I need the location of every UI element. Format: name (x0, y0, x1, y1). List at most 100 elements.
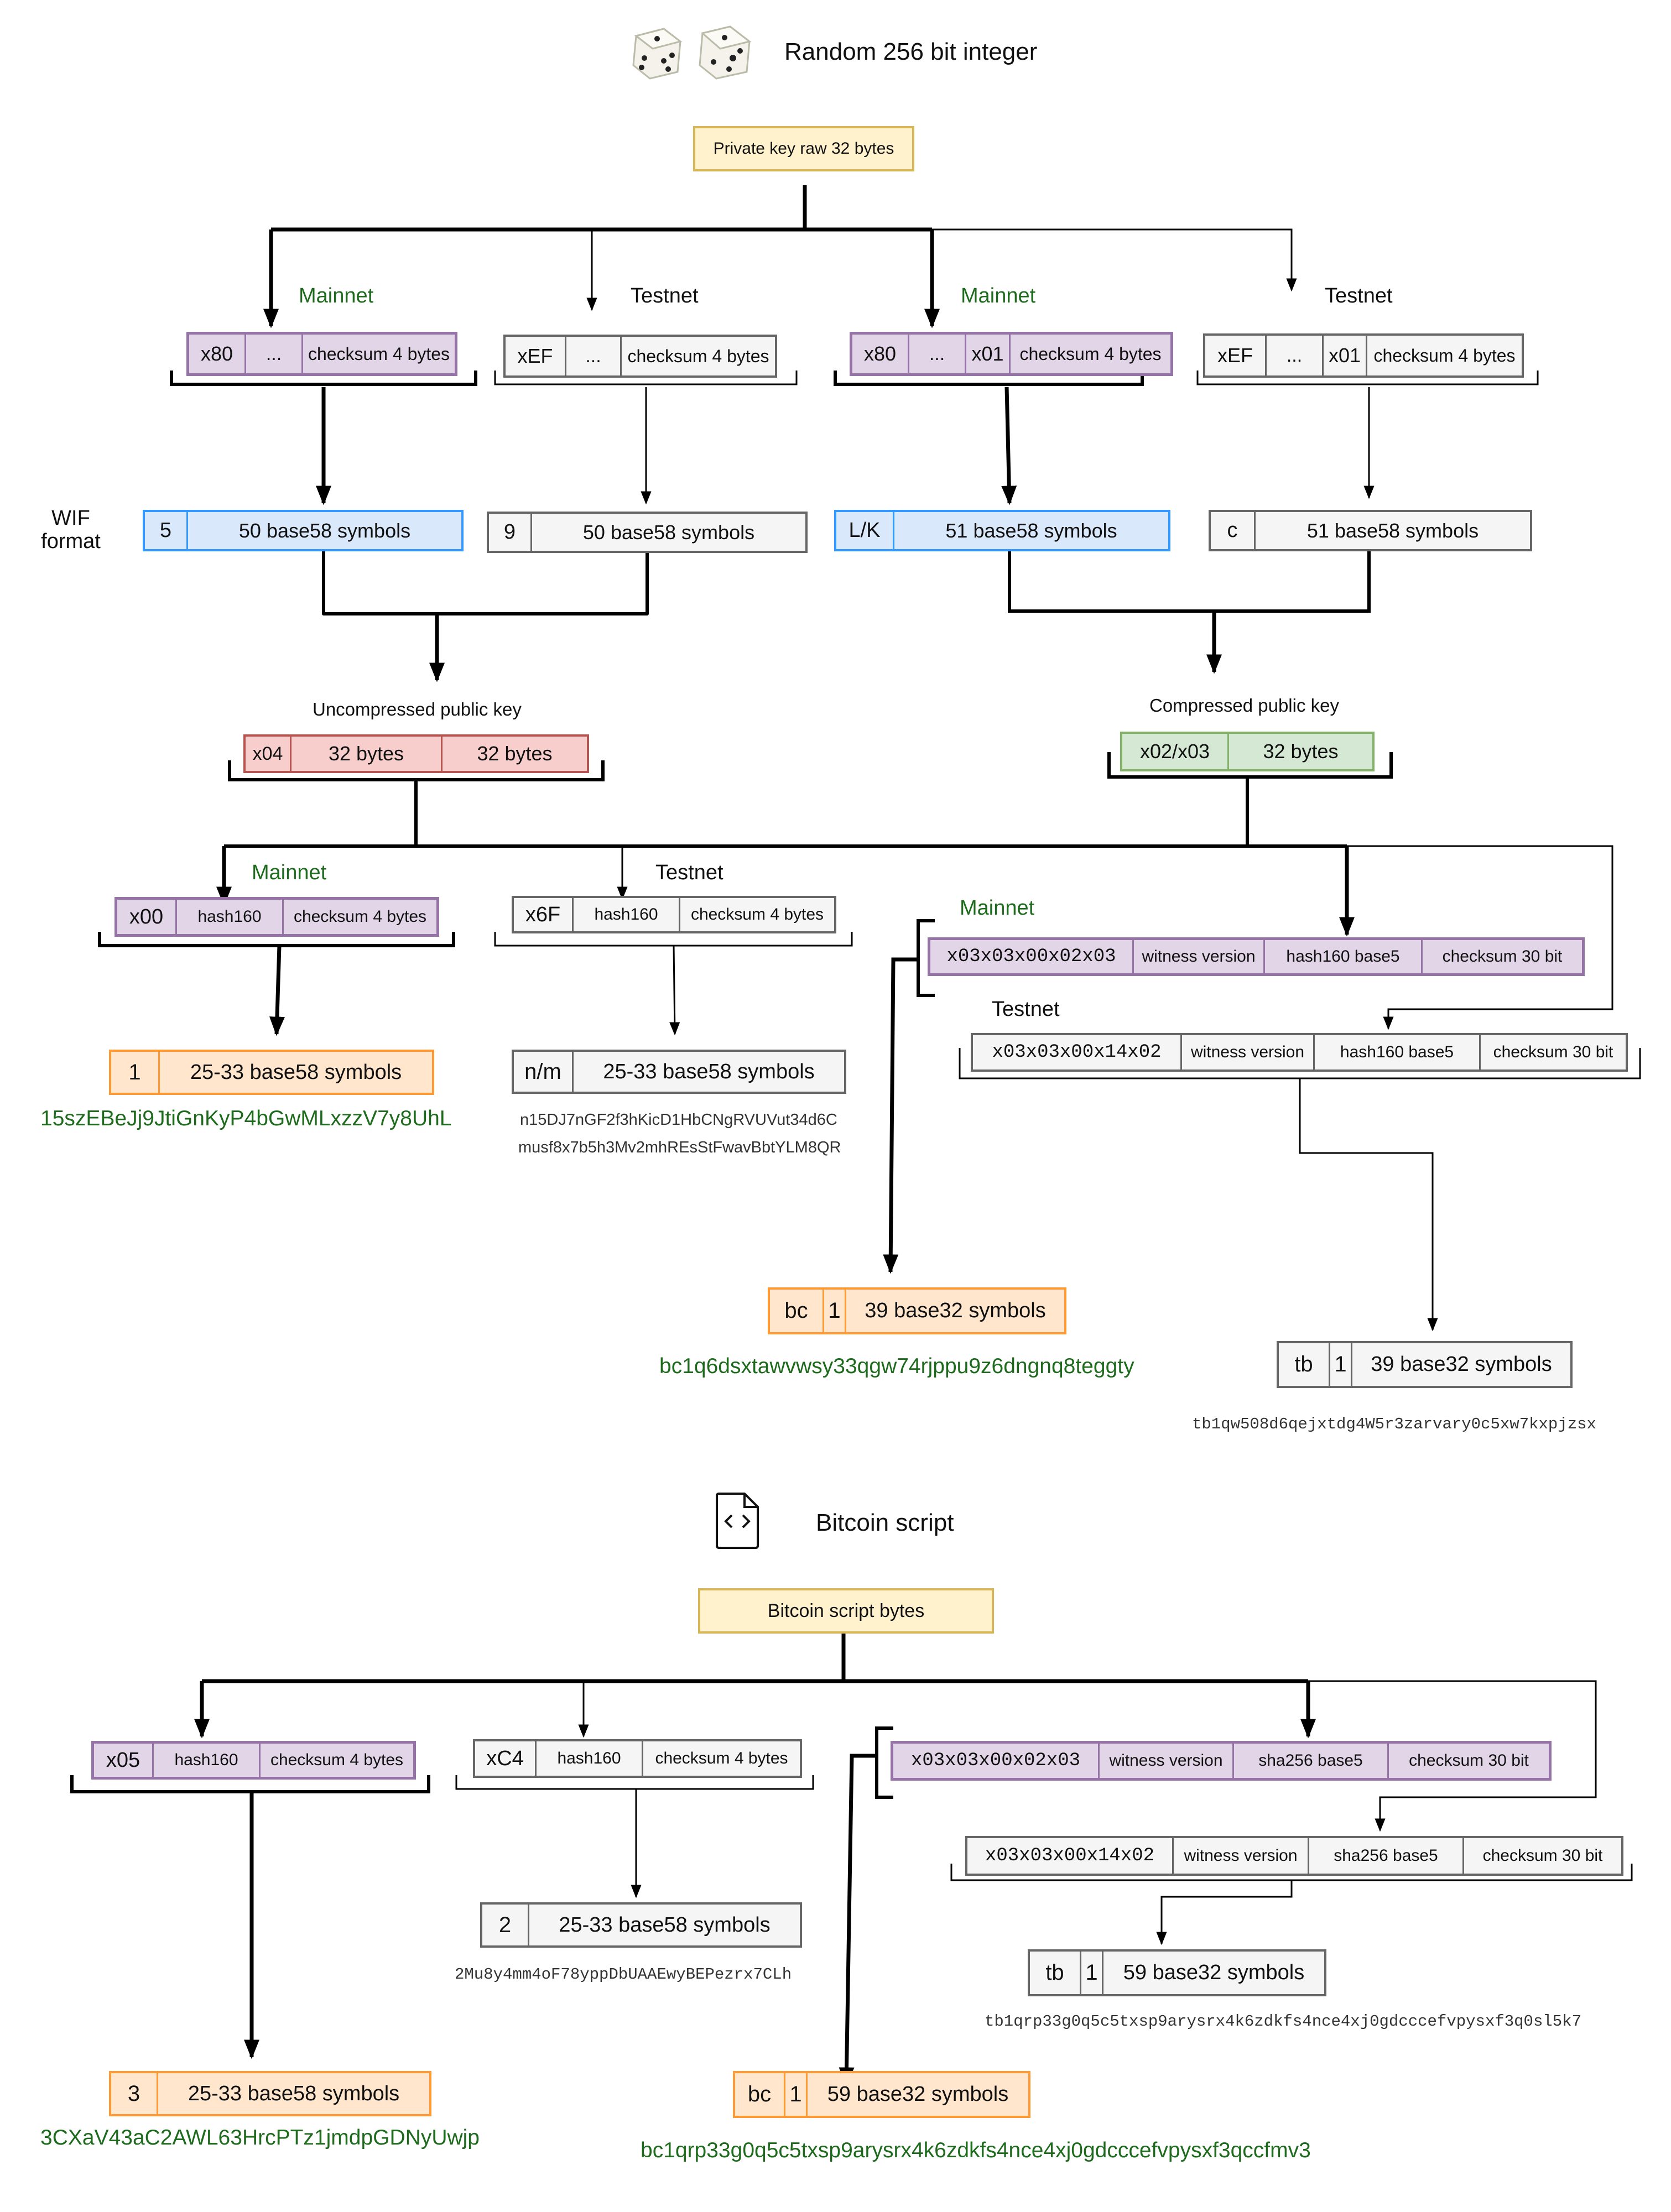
result-body: 25-33 base58 symbols (157, 2073, 429, 2114)
privkey-prefix: xEF (1217, 344, 1253, 367)
segwit-checksum: checksum 30 bit (1421, 940, 1582, 973)
privkey-prefix: xEF (517, 345, 553, 367)
segwit-hrp: x03x03x00x02x03 (910, 1750, 1081, 1771)
privkey-body: ... (565, 337, 620, 375)
address-hash: hash160 (535, 1741, 642, 1776)
dice-icon (632, 25, 752, 80)
result-hrp: bc (784, 1298, 808, 1323)
wif-mainnet-uncompressed: 5 50 base58 symbols (143, 510, 464, 551)
script-bytes-label: Bitcoin script bytes (767, 1600, 925, 1621)
pubkey-x: 32 bytes (1227, 734, 1372, 769)
wif-body: 51 base58 symbols (1254, 512, 1530, 549)
segwit-checksum: checksum 30 bit (1387, 1744, 1549, 1778)
segwit-program: hash160 base5 (1313, 1035, 1479, 1070)
testnet-label: Testnet (1325, 284, 1393, 307)
example-address: 3CXaV43aC2AWL63HrcPTz1jmdpGDNyUwjp (40, 2126, 480, 2150)
address-checksum: checksum 4 bytes (679, 898, 834, 931)
header-title: Random 256 bit integer (784, 38, 1038, 65)
example-address: bc1qrp33g0q5c5txsp9arysrx4k6zdkfs4nce4xj… (641, 2138, 1311, 2162)
segwit-testnet-box: x03x03x00x14x02 witness version hash160 … (971, 1033, 1628, 1072)
privkey-checksum: checksum 4 bytes (1009, 335, 1170, 373)
address-version: x00 (129, 905, 164, 928)
result-body: 39 base32 symbols (845, 1290, 1064, 1332)
pubkey-prefix: x04 (252, 743, 283, 764)
wif-format-label: WIF format (41, 507, 101, 553)
example-address: tb1qrp33g0q5c5txsp9arysrx4k6zdkfs4nce4xj… (985, 2012, 1581, 2031)
privkey-body: ... (1265, 336, 1322, 375)
privkey-testnet-uncompressed: xEF ... checksum 4 bytes (503, 335, 777, 378)
address-checksum: checksum 4 bytes (259, 1744, 413, 1777)
script-segwit-testnet-box: x03x03x00x14x02 witness version sha256 b… (965, 1836, 1623, 1876)
privkey-mainnet-uncompressed: x80 ... checksum 4 bytes (186, 332, 457, 376)
privkey-prefix: x80 (863, 342, 897, 365)
segwit-witness-version: witness version (1098, 1744, 1232, 1778)
address-hash: hash160 (152, 1744, 259, 1777)
example-address: 2Mu8y4mm4oF78yppDbUAAEwyBEPezrx7CLh (455, 1965, 792, 1984)
p2pkh-mainnet-result: 1 25-33 base58 symbols (109, 1050, 434, 1095)
privkey-mainnet-compressed: x80 ... x01 checksum 4 bytes (850, 332, 1173, 376)
privkey-compress-flag: x01 (1322, 336, 1366, 375)
code-file-icon (716, 1493, 759, 1549)
address-hash: hash160 (175, 900, 282, 934)
example-address: tb1qw508d6qejxtdg4W5r3zarvary0c5xw7kxpjz… (1192, 1415, 1596, 1433)
script-segwit-testnet-result: tb 1 59 base32 symbols (1028, 1949, 1326, 1996)
segwit-hrp: x03x03x00x14x02 (985, 1845, 1155, 1866)
pubkey-y: 32 bytes (441, 737, 587, 771)
privkey-checksum: checksum 4 bytes (1366, 336, 1522, 375)
address-checksum: checksum 4 bytes (282, 900, 436, 934)
example-address: bc1q6dsxtawvwsy33qgw74rjppu9z6dngnq8tegg… (659, 1354, 1134, 1378)
result-separator: 1 (823, 1290, 845, 1332)
mainnet-label: Mainnet (252, 861, 327, 884)
uncompressed-pubkey-label: Uncompressed public key (313, 699, 522, 719)
result-separator: 1 (784, 2073, 806, 2116)
result-body: 25-33 base58 symbols (572, 1052, 844, 1092)
wif-body: 50 base58 symbols (186, 512, 461, 549)
segwit-program: sha256 base5 (1232, 1744, 1387, 1778)
privkey-checksum: checksum 4 bytes (301, 335, 455, 373)
wif-body: 51 base58 symbols (893, 512, 1168, 549)
pubkey-prefix: x02/x03 (1139, 740, 1210, 763)
p2pkh-mainnet-box: x00 hash160 checksum 4 bytes (114, 897, 439, 937)
privkey-body: ... (244, 335, 301, 373)
testnet-label: Testnet (631, 284, 699, 307)
result-hrp: tb (1045, 1960, 1064, 1985)
wif-body: 50 base58 symbols (530, 514, 805, 551)
address-version: x05 (106, 1748, 140, 1772)
result-body: 59 base32 symbols (806, 2073, 1028, 2116)
testnet-label: Testnet (992, 998, 1060, 1021)
wif-prefix: 5 (159, 519, 172, 542)
example-address: musf8x7b5h3Mv2mhREsStFwavBbtYLM8QR (518, 1139, 841, 1156)
wif-mainnet-compressed: L/K 51 base58 symbols (834, 510, 1170, 551)
segwit-hrp: x03x03x00x14x02 (992, 1042, 1162, 1063)
script-bytes-box: Bitcoin script bytes (698, 1588, 994, 1634)
p2pkh-testnet-box: x6F hash160 checksum 4 bytes (512, 896, 836, 933)
privkey-compress-flag: x01 (965, 335, 1009, 373)
address-version: xC4 (486, 1746, 524, 1770)
script-segwit-mainnet-result: bc 1 59 base32 symbols (733, 2071, 1030, 2118)
privkey-checksum: checksum 4 bytes (620, 337, 775, 375)
result-prefix: 3 (127, 2081, 140, 2106)
result-body: 59 base32 symbols (1102, 1952, 1324, 1994)
mainnet-label: Mainnet (960, 896, 1035, 920)
address-hash: hash160 (572, 898, 679, 931)
wif-testnet-compressed: c 51 base58 symbols (1209, 510, 1532, 551)
result-body: 25-33 base58 symbols (528, 1905, 800, 1945)
segwit-program: sha256 base5 (1308, 1838, 1462, 1874)
wif-testnet-uncompressed: 9 50 base58 symbols (487, 512, 808, 553)
result-prefix: n/m (524, 1059, 561, 1084)
segwit-program: hash160 base5 (1263, 940, 1421, 973)
privkey-body: ... (908, 335, 965, 373)
private-key-box: Private key raw 32 bytes (693, 126, 914, 171)
segwit-mainnet-box: x03x03x00x02x03 witness version hash160 … (928, 937, 1585, 976)
segwit-testnet-result: tb 1 39 base32 symbols (1277, 1341, 1573, 1388)
result-prefix: 2 (498, 1912, 512, 1937)
result-separator: 1 (1080, 1952, 1102, 1994)
p2pkh-testnet-result: n/m 25-33 base58 symbols (512, 1050, 846, 1094)
result-separator: 1 (1329, 1343, 1351, 1386)
script-segwit-mainnet-box: x03x03x00x02x03 witness version sha256 b… (891, 1741, 1552, 1781)
private-key-label: Private key raw 32 bytes (713, 139, 894, 158)
result-prefix: 1 (128, 1060, 141, 1084)
privkey-prefix: x80 (200, 342, 233, 365)
